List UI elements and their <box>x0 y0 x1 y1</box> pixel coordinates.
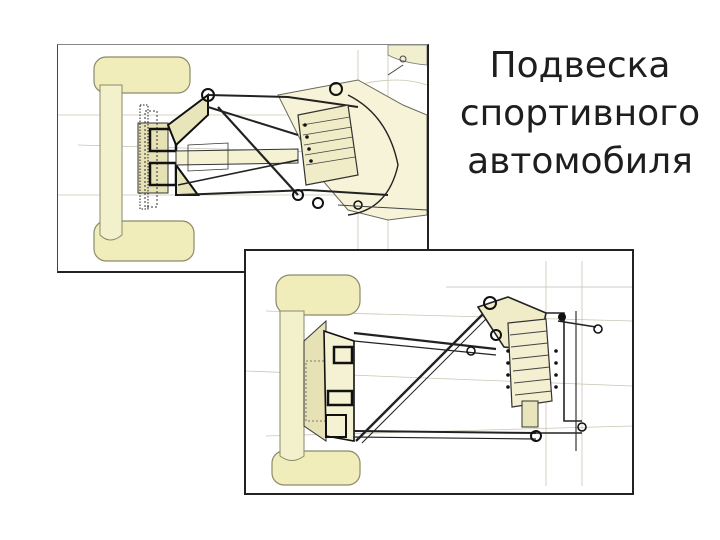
suspension-drawing-1 <box>58 45 427 265</box>
title-line-1: Подвеска <box>489 45 671 86</box>
top-view-suspension-drawing <box>57 44 429 273</box>
rear-view-suspension-drawing <box>244 249 634 495</box>
title-line-3: автомобиля <box>467 141 693 182</box>
slide-title: Подвеска спортивного автомобиля <box>455 42 705 186</box>
title-line-2: спортивного <box>459 93 701 134</box>
suspension-drawing-2 <box>246 261 632 486</box>
